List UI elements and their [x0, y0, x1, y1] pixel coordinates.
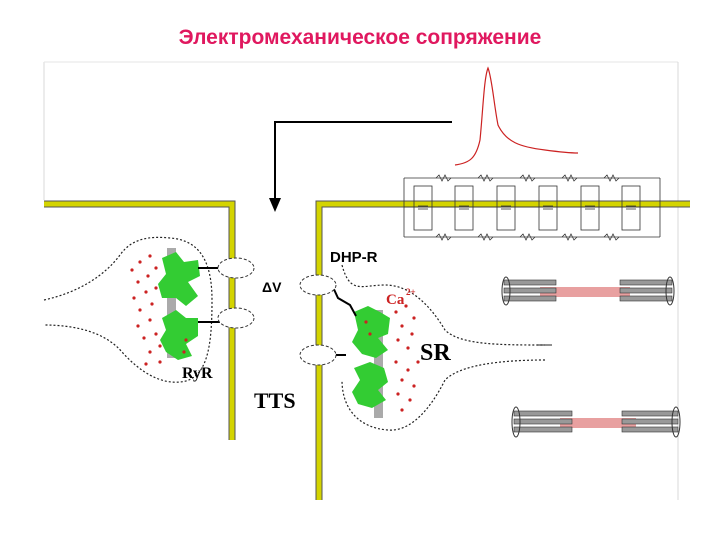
- dhpr-channel: [217, 257, 337, 366]
- calcium-label: Ca: [386, 292, 405, 308]
- t-tubule-membrane: [44, 200, 690, 500]
- calcium-charge-label: 2+: [406, 287, 416, 297]
- sr-cisterna-right: [341, 264, 546, 431]
- sr-membrane-strip-left: [167, 248, 176, 358]
- stimulus-arrow: [269, 121, 452, 212]
- ryr-protein: [158, 252, 200, 360]
- page-title: Электромеханическое сопряжение: [178, 26, 542, 49]
- tts-label: TTS: [254, 388, 296, 413]
- calcium-ions-right: [364, 304, 420, 412]
- sr-cisterna-left: [43, 236, 213, 383]
- sr-label: SR: [420, 340, 451, 366]
- action-potential-trace: [454, 66, 579, 166]
- sarcomere-relaxed: [501, 276, 675, 306]
- ryr-protein-right: [352, 306, 390, 408]
- dhpr-label: DHP-R: [330, 249, 378, 266]
- membrane-cable-circuit: [403, 174, 661, 241]
- ryr-label: RyR: [182, 365, 213, 382]
- calcium-ions-left: [130, 254, 188, 366]
- delta-v-label: ΔV: [262, 279, 282, 295]
- sarcomere-contracted: [511, 406, 681, 438]
- sr-membrane-strip-right: [374, 310, 383, 418]
